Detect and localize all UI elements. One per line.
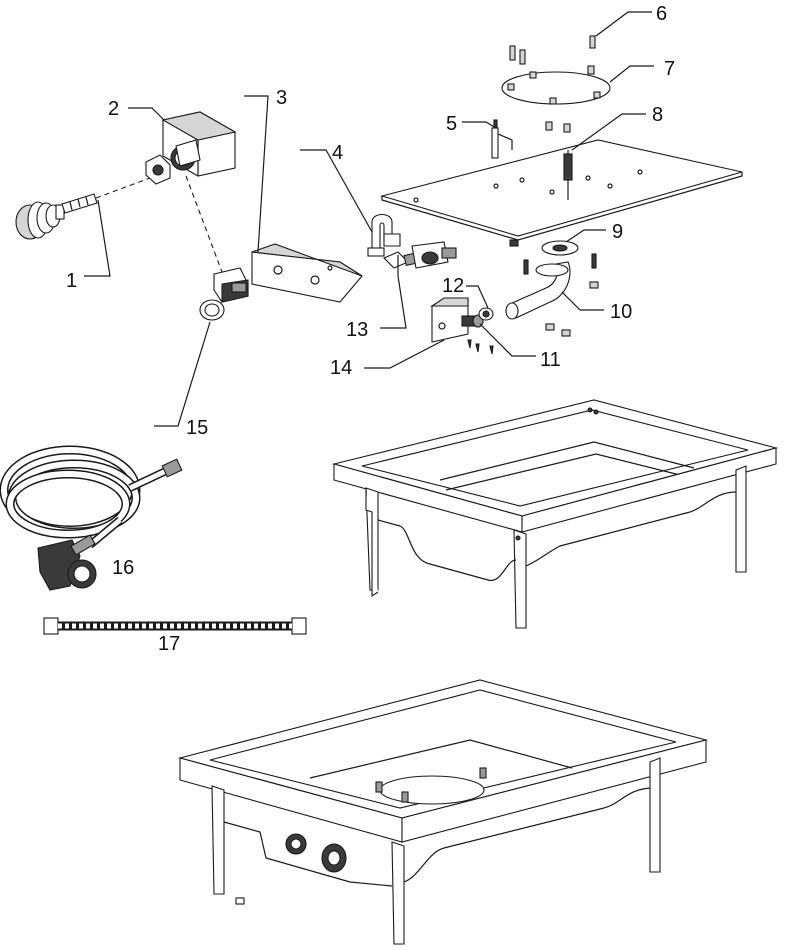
callout-8: 8	[652, 104, 663, 126]
callout-2: 2	[108, 98, 119, 120]
callout-13: 13	[346, 319, 368, 341]
callout-14: 14	[330, 357, 352, 379]
small-screws	[467, 339, 494, 355]
part-7-burner-ring	[501, 71, 611, 105]
callout-6: 6	[656, 3, 667, 25]
part-16-hose-regulator	[0, 445, 183, 591]
callout-12: 12	[442, 275, 464, 297]
callout-1: 1	[66, 270, 77, 292]
callout-5: 5	[446, 113, 457, 135]
part-10-burner-tube	[505, 261, 599, 337]
part-valve-body	[185, 175, 249, 303]
leader-lines	[84, 11, 654, 427]
callout-16: 16	[112, 557, 134, 579]
part-2-valve-bracket	[145, 111, 237, 185]
part-6-screws	[509, 35, 596, 133]
part-4-elbow-fitting	[367, 213, 401, 257]
callout-11: 11	[540, 349, 561, 371]
part-3-mounting-plate	[251, 243, 363, 303]
part-17-flex-hose	[43, 617, 307, 635]
part-15-nut	[199, 299, 225, 321]
callout-9: 9	[612, 221, 623, 243]
part-14-igniter-bracket	[430, 297, 469, 343]
part-9-gasket	[509, 239, 597, 275]
part-12-nut	[478, 307, 494, 321]
part-13-fitting-assembly	[383, 241, 457, 276]
table-frame-top	[331, 399, 779, 629]
callout-15: 15	[186, 417, 208, 439]
part-1-control-knob	[15, 177, 151, 240]
callout-17: 17	[158, 633, 180, 655]
table-frame-bottom	[177, 679, 709, 945]
part-8-burner-pan	[379, 139, 743, 241]
callout-4: 4	[332, 142, 343, 164]
callout-10: 10	[610, 301, 632, 323]
part-5-igniter-electrode	[491, 119, 513, 159]
callout-7: 7	[664, 58, 675, 80]
callout-3: 3	[276, 87, 287, 109]
callout-labels: 1 2 3 4 5 6 7 8 9 10 11 12 13 14 15 16 1…	[66, 3, 675, 655]
